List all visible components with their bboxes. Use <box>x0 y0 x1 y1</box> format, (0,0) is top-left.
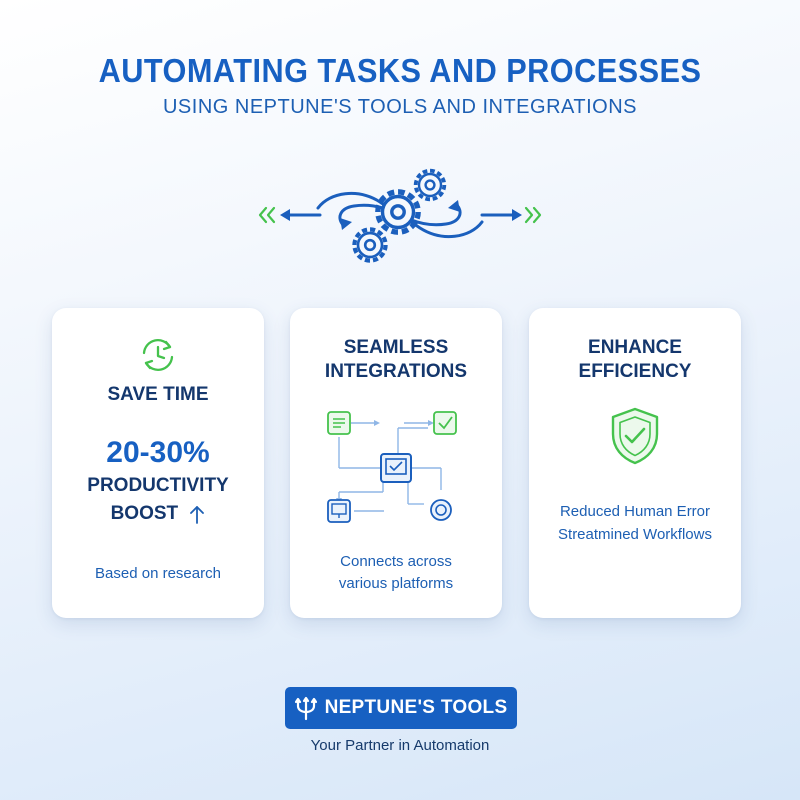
stat-label-line2: BOOST <box>52 500 264 528</box>
card-heading: SAVE TIME <box>107 384 209 405</box>
card-note-line1: Connects across <box>340 553 452 570</box>
card-heading-line2: INTEGRATIONS <box>324 361 468 382</box>
card-note-line2: various platforms <box>338 575 454 592</box>
productivity-stat: 20-30% <box>106 436 210 469</box>
arrow-up-icon <box>190 506 205 524</box>
stat-label-line1: PRODUCTIVITY <box>87 475 229 496</box>
integrations-network-icon <box>327 411 457 523</box>
brand-name: NEPTUNE'S TOOLS <box>324 697 508 718</box>
card-note: Based on research <box>95 565 221 582</box>
seamless-integrations-card: SEAMLESS INTEGRATIONS <box>290 308 502 618</box>
benefit-line1: Reduced Human Error <box>559 503 711 520</box>
card-heading-line2: EFFICIENCY <box>578 361 692 382</box>
page-subtitle: USING NEPTUNE'S TOOLS AND INTEGRATIONS <box>162 96 637 118</box>
brand-badge: NEPTUNE'S TOOLS <box>285 687 517 729</box>
tagline: Your Partner in Automation <box>310 737 490 754</box>
card-heading-line1: ENHANCE <box>588 337 682 358</box>
save-time-card: SAVE TIME 20-30% PRODUCTIVITY BOOST Base… <box>52 308 264 618</box>
gears-arrows-icon <box>258 168 542 270</box>
enhance-efficiency-card: ENHANCE EFFICIENCY Reduced Human Error S… <box>529 308 741 618</box>
trident-icon <box>294 696 317 721</box>
shield-check-icon <box>611 407 659 465</box>
page-title: AUTOMATING TASKS AND PROCESSES <box>98 52 702 89</box>
clock-cycle-icon <box>142 338 174 372</box>
card-heading-line1: SEAMLESS <box>343 337 449 358</box>
benefit-line2: Streatmined Workflows <box>558 526 712 543</box>
